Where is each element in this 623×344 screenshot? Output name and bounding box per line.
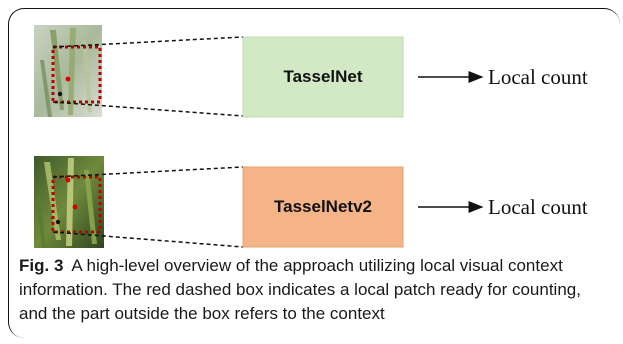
connector-top-2 <box>52 166 244 178</box>
tasselnetv2-box <box>242 166 404 248</box>
crop-image-2 <box>34 156 104 248</box>
figure-label: Fig. 3 <box>19 256 64 275</box>
connector-bottom-2 <box>52 231 244 248</box>
row-1: TasselNet Local count <box>34 25 588 118</box>
overview-diagram: TasselNet Local count TasselNetv2 Local … <box>34 25 588 248</box>
patch-center-1 <box>65 76 71 82</box>
patch-center-2b <box>72 204 78 210</box>
local-patch-box-2 <box>51 175 102 234</box>
output-label-2: Local count <box>488 195 588 219</box>
connector-top-1 <box>52 36 244 48</box>
local-patch-box-1 <box>51 45 102 104</box>
tasselnet-box <box>242 36 404 118</box>
output-label-1: Local count <box>488 65 588 89</box>
tasselnet-label: TasselNet <box>283 67 362 86</box>
row-2: TasselNetv2 Local count <box>34 156 588 248</box>
patch-center-2 <box>65 177 71 183</box>
connector-bottom-1 <box>52 101 244 117</box>
tasselnetv2-label: TasselNetv2 <box>274 197 372 216</box>
caption-text: A high-level overview of the approach ut… <box>19 256 581 323</box>
